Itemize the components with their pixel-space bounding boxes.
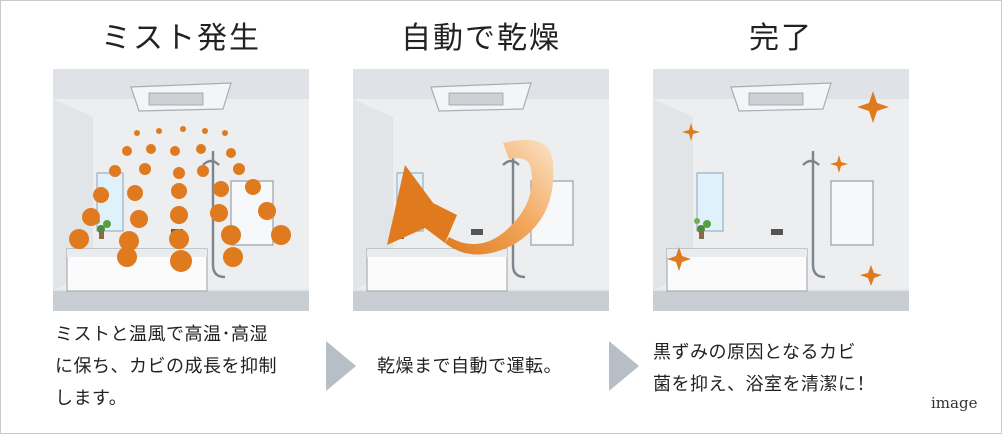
- step1-illustration: [53, 69, 309, 311]
- step2-title: 自動で乾燥: [401, 21, 561, 56]
- step1-caption-line2: に保ち、カビの成長を抑制: [55, 356, 277, 377]
- sparkle-icons: [667, 91, 889, 286]
- step1-caption-line3: します。: [55, 388, 128, 409]
- mist-droplets: [69, 126, 291, 272]
- ceiling-fan-unit: [430, 82, 532, 112]
- step3-caption-line1: 黒ずみの原因となるカビ: [653, 342, 856, 363]
- step3-caption-line2: 菌を抑え、浴室を清潔に！: [653, 374, 875, 395]
- step2-caption: 乾燥まで自動で運転。: [377, 351, 562, 383]
- step1-title: ミスト発生: [101, 21, 261, 56]
- step3-caption: 黒ずみの原因となるカビ 菌を抑え、浴室を清潔に！: [653, 337, 875, 401]
- step1-caption: ミストと温風で高温･高湿 に保ち、カビの成長を抑制 します。: [55, 319, 277, 415]
- step2-caption-line1: 乾燥まで自動で運転。: [377, 356, 562, 377]
- image-note: image: [931, 394, 978, 412]
- step2-illustration: [353, 69, 609, 311]
- step3-title: 完了: [749, 21, 813, 56]
- airflow-arrow: [387, 139, 554, 255]
- ceiling-fan-unit: [730, 82, 832, 112]
- step3-illustration: [653, 69, 909, 311]
- step-arrow-icon: [326, 341, 356, 391]
- step-arrow-icon: [609, 341, 639, 391]
- ceiling-fan-unit: [130, 82, 232, 112]
- step1-caption-line1: ミストと温風で高温･高湿: [55, 324, 268, 345]
